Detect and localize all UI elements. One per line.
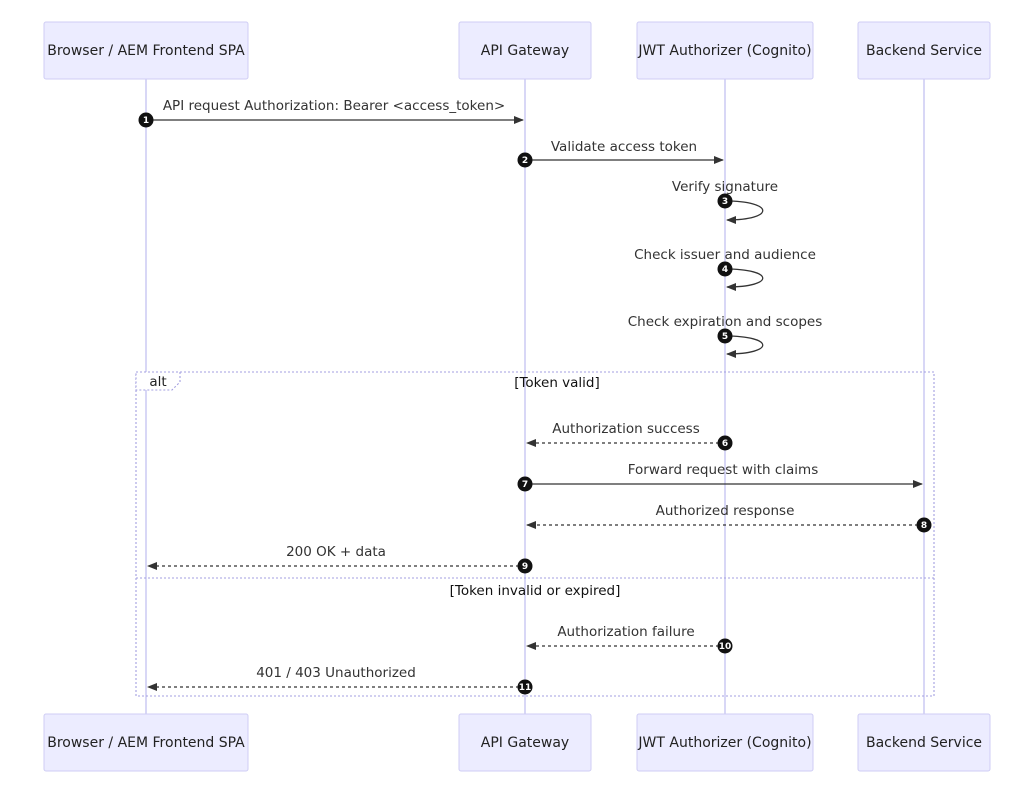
message-6: Authorization success 6 <box>526 421 733 451</box>
message-label: Check issuer and audience <box>634 247 816 263</box>
participant-label: Browser / AEM Frontend SPA <box>47 43 245 59</box>
participant-label: JWT Authorizer (Cognito) <box>637 735 811 751</box>
sequence-number: 2 <box>522 156 528 166</box>
message-4: Check issuer and audience 4 <box>634 247 816 291</box>
participant-browser-bottom: Browser / AEM Frontend SPA <box>43 713 249 772</box>
participant-backend-service: Backend Service <box>857 21 991 80</box>
participant-label: API Gateway <box>481 43 569 59</box>
sequence-number: 3 <box>722 197 728 207</box>
sequence-marker <box>517 152 533 168</box>
alt-frame-keyword: alt <box>149 374 166 390</box>
sequence-marker <box>517 679 533 695</box>
message-9: 200 OK + data 9 <box>147 544 533 574</box>
message-label: Authorization failure <box>557 624 694 640</box>
message-8: Authorized response 8 <box>526 503 932 533</box>
participant-jwt-authorizer-bottom: JWT Authorizer (Cognito) <box>636 713 814 772</box>
alt-frame: alt [Token valid] [Token invalid or expi… <box>135 371 935 697</box>
sequence-number: 8 <box>921 521 927 531</box>
sequence-number: 11 <box>519 683 532 693</box>
participant-label: Backend Service <box>866 43 982 59</box>
sequence-number: 5 <box>722 332 728 342</box>
sequence-marker <box>717 638 733 654</box>
alt-frame-border <box>135 371 935 697</box>
sequence-marker <box>916 517 932 533</box>
message-5: Check expiration and scopes 5 <box>628 314 822 358</box>
sequence-marker <box>717 193 733 209</box>
sequence-number: 9 <box>522 562 528 572</box>
message-3: Verify signature 3 <box>672 179 778 224</box>
sequence-marker <box>717 328 733 344</box>
sequence-marker <box>517 558 533 574</box>
participant-backend-service-bottom: Backend Service <box>857 713 991 772</box>
message-label: 200 OK + data <box>286 544 386 560</box>
participant-label: Browser / AEM Frontend SPA <box>47 735 245 751</box>
sequence-marker <box>138 112 154 128</box>
message-label: API request Authorization: Bearer <acces… <box>163 98 505 114</box>
messages: API request Authorization: Bearer <acces… <box>138 98 932 695</box>
message-7: Forward request with claims 7 <box>517 462 923 492</box>
participant-api-gateway: API Gateway <box>458 21 592 80</box>
message-1: API request Authorization: Bearer <acces… <box>138 98 524 128</box>
message-label: Authorized response <box>656 503 795 519</box>
participant-api-gateway-bottom: API Gateway <box>458 713 592 772</box>
message-label: Check expiration and scopes <box>628 314 822 330</box>
message-label: Verify signature <box>672 179 778 195</box>
participant-browser: Browser / AEM Frontend SPA <box>43 21 249 80</box>
message-label: Authorization success <box>552 421 700 437</box>
sequence-number: 4 <box>722 265 728 275</box>
sequence-number: 7 <box>522 480 528 490</box>
message-10: Authorization failure 10 <box>526 624 733 654</box>
message-label: 401 / 403 Unauthorized <box>256 665 416 681</box>
sequence-marker <box>717 435 733 451</box>
message-11: 401 / 403 Unauthorized 11 <box>147 665 533 695</box>
sequence-number: 1 <box>143 116 149 126</box>
participant-label: Backend Service <box>866 735 982 751</box>
alt-frame-tab <box>135 371 181 391</box>
participant-jwt-authorizer: JWT Authorizer (Cognito) <box>636 21 814 80</box>
message-2: Validate access token 2 <box>517 139 724 168</box>
participants-top: Browser / AEM Frontend SPA API Gateway J… <box>43 21 991 80</box>
message-label: Validate access token <box>551 139 697 155</box>
lifelines <box>145 79 925 714</box>
participant-label: API Gateway <box>481 735 569 751</box>
sequence-number: 6 <box>722 439 728 449</box>
participant-label: JWT Authorizer (Cognito) <box>637 43 811 59</box>
sequence-marker <box>517 476 533 492</box>
alt-condition-token-valid: [Token valid] <box>514 375 600 391</box>
message-label: Forward request with claims <box>628 462 819 478</box>
sequence-marker <box>717 261 733 277</box>
alt-condition-token-invalid: [Token invalid or expired] <box>450 583 621 599</box>
sequence-number: 10 <box>719 642 732 652</box>
participants-bottom: Browser / AEM Frontend SPA API Gateway J… <box>43 713 991 772</box>
